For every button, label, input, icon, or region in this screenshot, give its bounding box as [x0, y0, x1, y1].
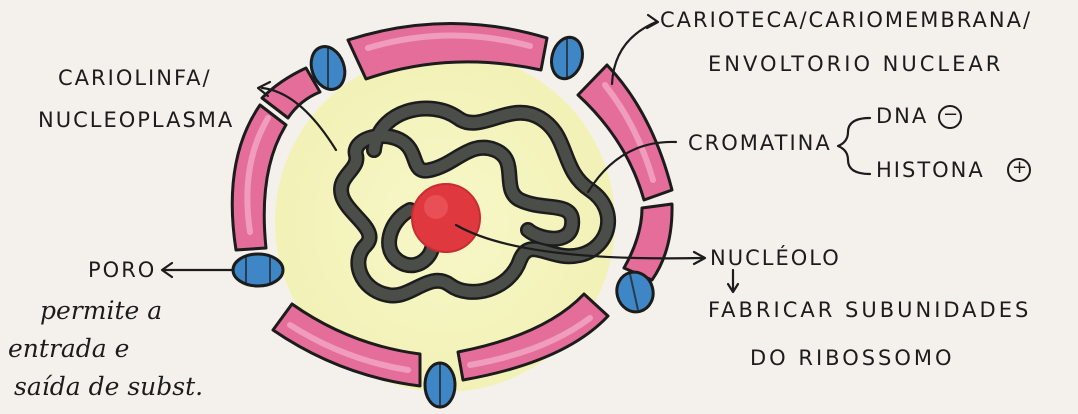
fabricar-label: FABRICAR SUBUNIDADES	[708, 298, 1031, 322]
nucleolus	[412, 184, 480, 252]
poro-label: PORO	[88, 258, 156, 282]
cromatina-label: CROMATINA	[688, 131, 832, 155]
ribossomo-label: DO RIBOSSOMO	[750, 346, 955, 370]
nucleoplasma-label: NUCLEOPLASMA	[38, 108, 234, 132]
dna-label: DNA	[876, 104, 928, 128]
nucleolo-label: NUCLÉOLO	[710, 246, 841, 270]
poro-note-line-2: entrada e	[8, 334, 129, 363]
dna-charge-label: −	[943, 104, 958, 125]
chromatin-brace	[838, 118, 870, 174]
envelope-segment-upper-left	[262, 68, 320, 118]
pore-left	[233, 254, 283, 286]
carioteca-label: CARIOTECA/CARIOMEMBRANA/	[660, 8, 1032, 32]
envelope-segment-right	[624, 204, 672, 280]
cariolinfa-label: CARIOLINFA/	[58, 66, 212, 90]
histona-label: HISTONA	[876, 158, 985, 182]
poro-note-line-3: saída de subst.	[14, 372, 203, 401]
histona-charge-label: +	[1012, 157, 1027, 178]
envoltorio-label: ENVOLTORIO NUCLEAR	[708, 52, 1003, 76]
poro-note-line-1: permite a	[40, 296, 162, 325]
carioteca-pointer	[612, 22, 656, 84]
